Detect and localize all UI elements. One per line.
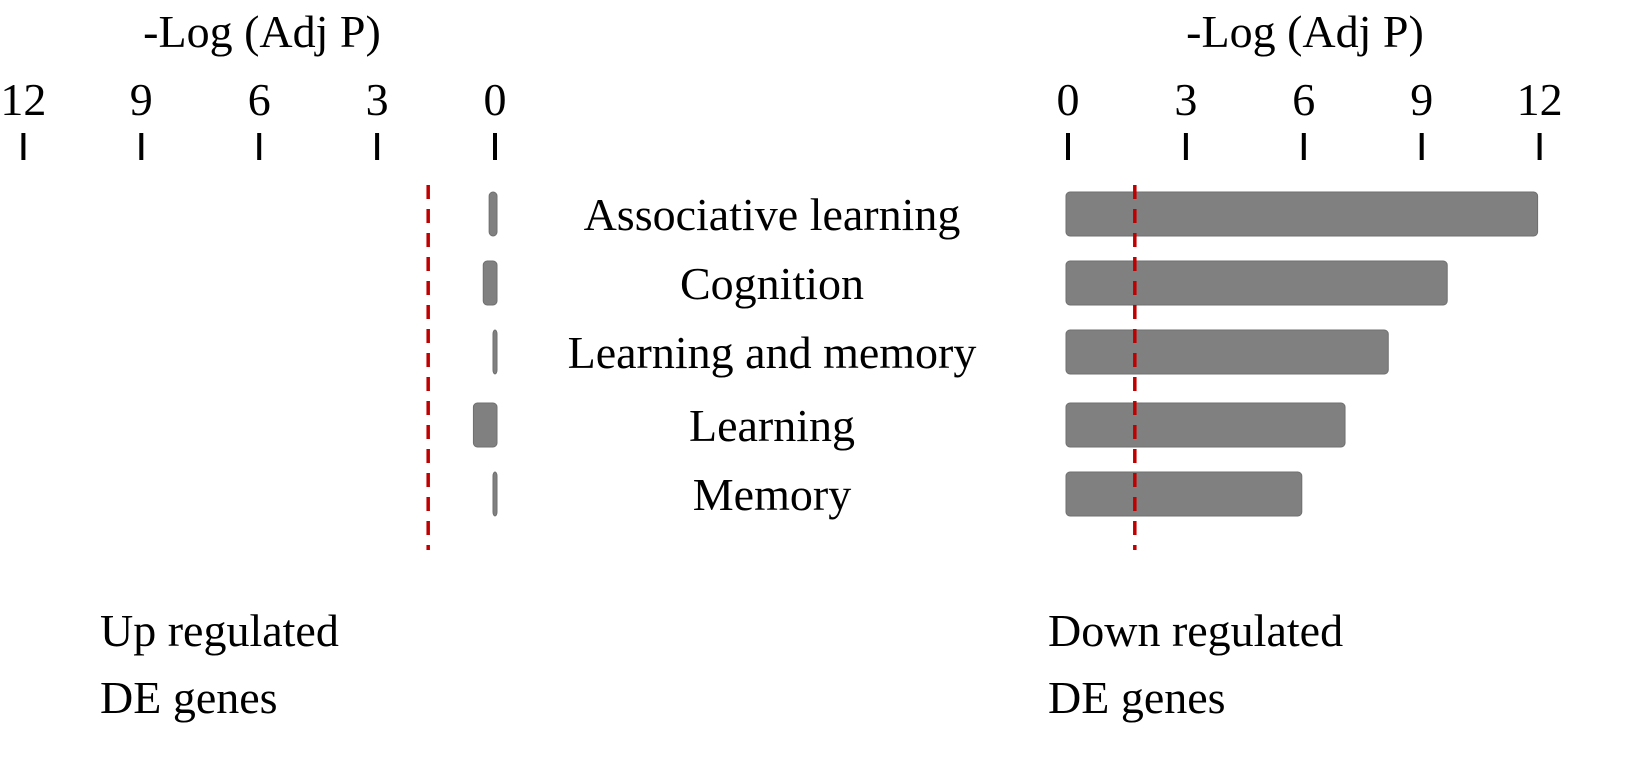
category-label-cognition: Cognition <box>680 258 864 309</box>
category-label-associative-learning: Associative learning <box>584 189 961 240</box>
down-tick-label-0: 0 <box>1057 74 1080 125</box>
down-bar-learning <box>1065 402 1346 448</box>
up-bar-learning-and-memory <box>492 329 498 375</box>
down-bar-learning-and-memory <box>1065 329 1389 375</box>
down-footer-line-2: DE genes <box>1048 672 1226 723</box>
up-footer-line-2: DE genes <box>100 672 278 723</box>
panel-up: -Log (Adj P) 12 9 6 3 0 Up regulated DE gene… <box>0 6 506 723</box>
category-label-learning-and-memory: Learning and memory <box>568 327 977 378</box>
category-label-learning: Learning <box>689 400 855 451</box>
up-bar-associative-learning <box>488 191 498 237</box>
down-bars <box>1065 191 1539 517</box>
up-axis-ticks: 12 9 6 3 0 <box>0 74 507 160</box>
up-tick-label-6: 6 <box>248 74 271 125</box>
category-label-memory: Memory <box>693 469 851 520</box>
down-tick-label-6: 6 <box>1292 74 1315 125</box>
up-tick-label-9: 9 <box>130 74 153 125</box>
down-axis-title: -Log (Adj P) <box>1186 6 1424 57</box>
panel-down: -Log (Adj P) 0 3 6 9 12 Down regulated DE ge… <box>1048 6 1563 723</box>
down-bar-memory <box>1065 471 1303 517</box>
up-tick-label-0: 0 <box>484 74 507 125</box>
up-tick-label-12: 12 <box>0 74 46 125</box>
down-tick-label-9: 9 <box>1410 74 1433 125</box>
up-tick-label-3: 3 <box>366 74 389 125</box>
down-bar-associative-learning <box>1065 191 1539 237</box>
down-footer-line-1: Down regulated <box>1048 605 1343 656</box>
down-tick-label-12: 12 <box>1517 74 1563 125</box>
up-bar-memory <box>492 471 498 517</box>
up-axis-title: -Log (Adj P) <box>143 6 381 57</box>
down-bar-cognition <box>1065 260 1448 306</box>
up-footer-line-1: Up regulated <box>100 605 339 656</box>
up-bar-learning <box>472 402 498 448</box>
up-bars <box>472 191 498 517</box>
down-tick-label-3: 3 <box>1174 74 1197 125</box>
down-axis-ticks: 0 3 6 9 12 <box>1057 74 1563 160</box>
up-bar-cognition <box>482 260 498 306</box>
